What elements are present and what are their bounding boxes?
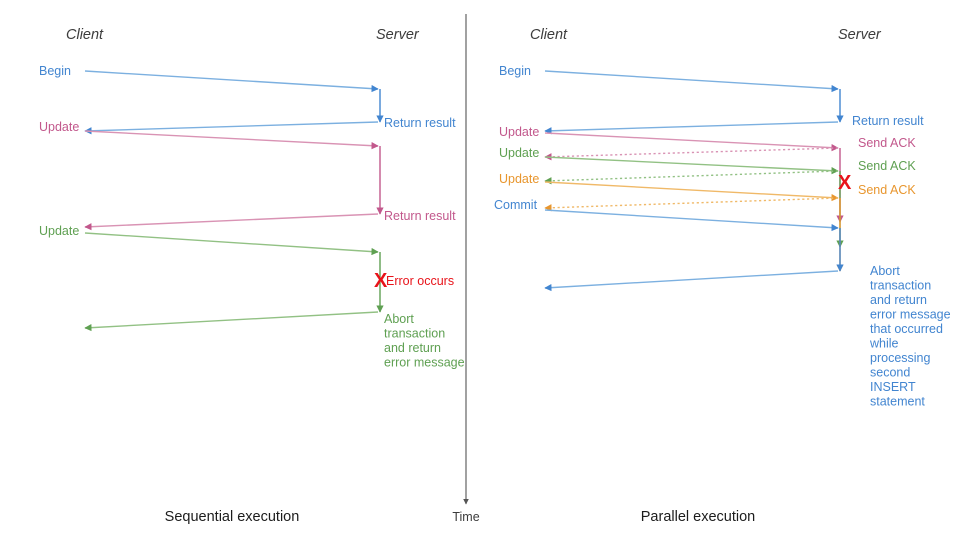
message-label-update: Update xyxy=(499,125,539,139)
request-arrow xyxy=(544,132,839,152)
panel-caption-parallel: Parallel execution xyxy=(641,509,755,525)
message-label-update: Update xyxy=(499,172,539,186)
request-arrow xyxy=(544,209,839,232)
reply-label: Send ACK xyxy=(858,183,916,197)
reply-arrow xyxy=(544,270,839,292)
reply-arrow xyxy=(84,311,379,332)
message-label-update: Update xyxy=(499,146,539,160)
reply-arrow xyxy=(544,197,839,212)
message-label-commit: Commit xyxy=(494,198,538,212)
reply-label-line: Send ACK xyxy=(858,183,916,197)
reply-label-line: while xyxy=(869,337,899,351)
time-axis-label: Time xyxy=(452,510,479,524)
error-x-icon: X xyxy=(838,172,852,194)
request-arrow xyxy=(544,181,839,202)
reply-label-line: INSERT xyxy=(870,380,916,394)
reply-label-line: statement xyxy=(870,395,925,409)
error-x-icon: X xyxy=(374,270,388,292)
reply-label: Return result xyxy=(384,116,456,130)
reply-arrow xyxy=(544,170,839,185)
reply-label-line: and return xyxy=(384,341,441,355)
request-arrow xyxy=(544,70,839,93)
reply-label: Return result xyxy=(384,209,456,223)
error-label: Error occurs xyxy=(386,274,454,288)
lifeline-heading-client: Client xyxy=(530,27,568,43)
request-arrow xyxy=(84,232,379,256)
lifeline-heading-server: Server xyxy=(838,27,882,43)
reply-label-line: transaction xyxy=(384,327,445,341)
reply-label-line: Return result xyxy=(384,116,456,130)
reply-label-line: Return result xyxy=(384,209,456,223)
reply-label: Send ACK xyxy=(858,136,916,150)
message-label-update: Update xyxy=(39,120,79,134)
message-label-update: Update xyxy=(39,224,79,238)
reply-label: Send ACK xyxy=(858,159,916,173)
error-marker-parallel: X xyxy=(838,172,852,194)
reply-label-line: Return result xyxy=(852,114,924,128)
reply-label-line: error message xyxy=(384,356,465,370)
request-arrow xyxy=(544,156,839,175)
reply-label-line: second xyxy=(870,366,910,380)
reply-arrow xyxy=(544,147,839,161)
panel-caption-sequential: Sequential execution xyxy=(165,509,300,525)
reply-arrow xyxy=(84,213,379,231)
lifeline-heading-server: Server xyxy=(376,27,420,43)
reply-label-line: Abort xyxy=(870,264,900,278)
reply-arrow xyxy=(544,121,839,135)
reply-label-line: Abort xyxy=(384,312,414,326)
reply-label-line: Send ACK xyxy=(858,136,916,150)
reply-label-line: and return xyxy=(870,293,927,307)
reply-label-line: processing xyxy=(870,351,930,365)
reply-label-line: transaction xyxy=(870,279,931,293)
reply-label-line: Send ACK xyxy=(858,159,916,173)
message-label-begin: Begin xyxy=(499,64,531,78)
message-label-begin: Begin xyxy=(39,64,71,78)
request-arrow xyxy=(84,130,379,150)
reply-arrow xyxy=(84,121,379,135)
reply-label-line: error message xyxy=(870,308,951,322)
lifeline-heading-client: Client xyxy=(66,27,104,43)
reply-label-line: that occurred xyxy=(870,322,943,336)
reply-label: Return result xyxy=(852,114,924,128)
time-axis-layer: Time xyxy=(452,14,480,524)
request-arrow xyxy=(84,70,379,93)
